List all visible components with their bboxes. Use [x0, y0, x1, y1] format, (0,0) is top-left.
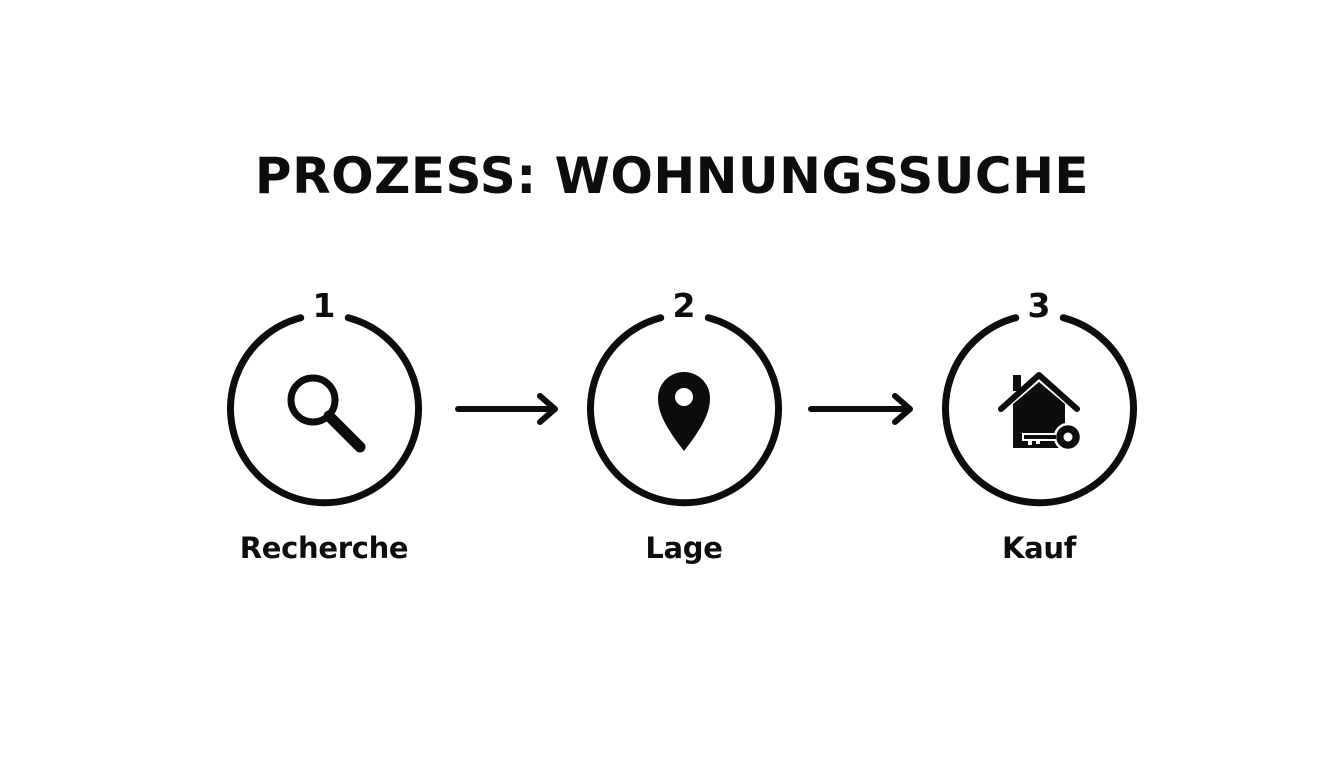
diagram-title: PROZESS: WOHNUNGSSUCHE [254, 147, 1090, 205]
step-1-ring [227, 314, 422, 507]
arrow-right-icon [455, 393, 558, 425]
step-2-label: Lage [645, 531, 723, 565]
step-3-label: Kauf [1001, 531, 1077, 565]
step-1-number: 1 [312, 286, 336, 325]
house-key-icon [998, 372, 1083, 452]
step-3-ring [942, 314, 1137, 507]
map-pin-icon [658, 372, 710, 451]
arrow-right-icon [808, 393, 913, 425]
step-1-label: Recherche [239, 531, 409, 565]
step-2-number: 2 [672, 286, 696, 325]
step-3-number: 3 [1027, 286, 1051, 325]
step-2-ring [587, 314, 782, 507]
magnifier-icon [287, 374, 366, 453]
